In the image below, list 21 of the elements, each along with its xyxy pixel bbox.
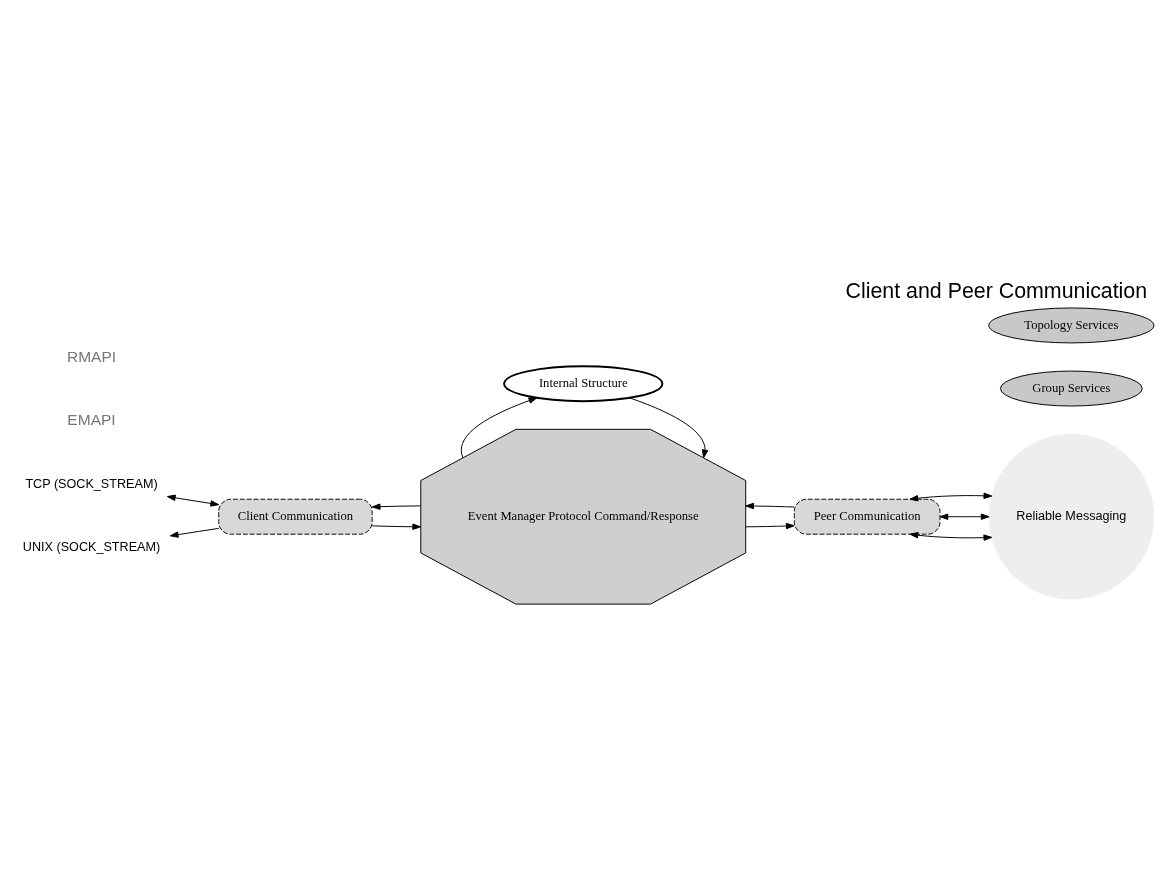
arrow [745, 502, 795, 510]
node-circle: Reliable Messaging [988, 433, 1155, 600]
arrow [371, 503, 422, 510]
node-text: TCP (SOCK_STREAM) [25, 476, 158, 491]
node-box: Client Communication [218, 498, 373, 535]
arrow [909, 492, 993, 502]
arrow [169, 527, 220, 538]
arrow [939, 513, 990, 520]
node-box: Peer Communication [793, 498, 941, 535]
arrow [460, 397, 538, 459]
arrow [166, 494, 220, 507]
label: EMAPI [67, 411, 116, 429]
arrow [909, 532, 993, 541]
node-ellipse: Group Services [999, 370, 1143, 407]
node-ellipse: Topology Services [988, 307, 1155, 344]
diagram-title: Client and Peer Communication [845, 278, 1148, 303]
label: RMAPI [66, 348, 117, 366]
node-text: UNIX (SOCK_STREAM) [22, 540, 161, 555]
arrow [371, 523, 422, 530]
arrow [629, 397, 709, 459]
arrow [745, 522, 795, 530]
